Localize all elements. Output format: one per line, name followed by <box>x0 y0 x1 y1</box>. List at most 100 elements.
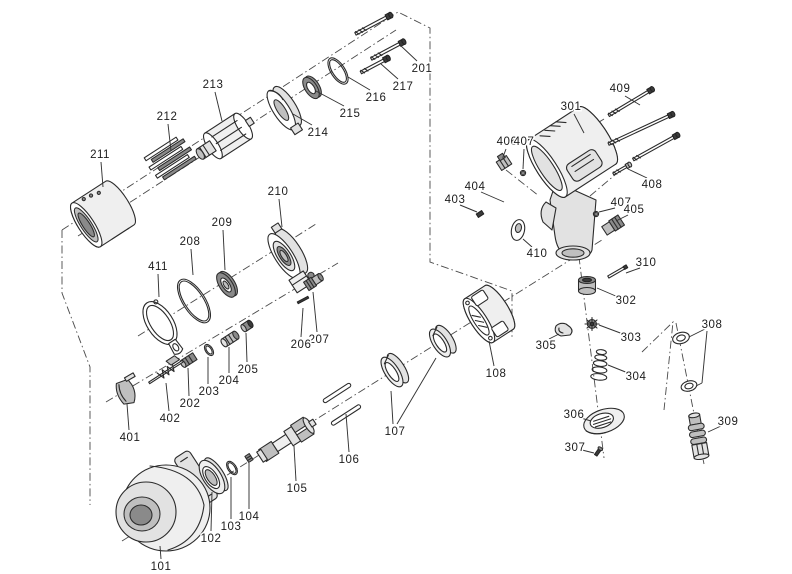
part-label-204: 204 <box>219 375 240 387</box>
part-label-407: 407 <box>514 136 535 148</box>
part-label-307: 307 <box>565 442 586 454</box>
part-305-clip <box>554 322 573 337</box>
part-302-muffler-cap <box>577 275 597 296</box>
part-207-reverse-valve <box>303 273 324 292</box>
part-label-309: 309 <box>718 416 739 428</box>
part-213-rotor <box>195 112 255 160</box>
part-label-101: 101 <box>151 561 172 573</box>
leader-line-211 <box>100 161 104 188</box>
leader-line-308 <box>701 330 708 384</box>
part-label-301: 301 <box>561 101 582 113</box>
part-217-bolt <box>359 54 391 75</box>
part-label-303: 303 <box>621 332 642 344</box>
leader-line-107 <box>396 357 437 425</box>
part-303-lock-nut <box>584 316 600 332</box>
part-label-409: 409 <box>610 83 631 95</box>
part-408-screw <box>612 161 633 176</box>
leader-line-402 <box>165 382 170 412</box>
part-308-washer <box>672 331 690 345</box>
leader-line-408 <box>627 168 648 179</box>
leader-line-107 <box>390 390 394 425</box>
part-106-hammer-pin <box>322 382 352 404</box>
part-206-pin <box>296 295 310 305</box>
part-label-305: 305 <box>536 340 557 352</box>
leader-line-401 <box>126 403 130 431</box>
part-label-407: 407 <box>611 197 632 209</box>
part-411-gasket <box>142 299 184 355</box>
leader-line-209 <box>222 229 226 271</box>
part-103-o-ring <box>226 460 238 476</box>
part-label-103: 103 <box>221 521 242 533</box>
leader-line-108 <box>488 340 495 367</box>
part-label-206: 206 <box>291 339 312 351</box>
leader-line-411 <box>157 273 160 298</box>
leader-line-307 <box>581 449 595 454</box>
part-label-102: 102 <box>201 533 222 545</box>
part-label-406: 406 <box>497 136 518 148</box>
part-label-402: 402 <box>160 413 181 425</box>
part-label-404: 404 <box>465 181 486 193</box>
part-label-105: 105 <box>287 483 308 495</box>
part-label-215: 215 <box>340 108 361 120</box>
leader-line-406 <box>502 148 507 158</box>
part-label-310: 310 <box>636 257 657 269</box>
part-label-403: 403 <box>445 194 466 206</box>
leader-line-304 <box>607 364 629 374</box>
part-205-valve-cap <box>240 319 254 333</box>
leader-line-216 <box>347 76 371 91</box>
part-label-106: 106 <box>339 454 360 466</box>
part-210-front-end-plate <box>267 222 315 294</box>
leader-line-306 <box>580 417 592 422</box>
part-label-210: 210 <box>268 186 289 198</box>
part-label-211: 211 <box>90 149 110 161</box>
part-label-207: 207 <box>309 334 330 346</box>
part-108-hammer-cage <box>462 284 516 344</box>
part-403-screw <box>475 210 485 218</box>
part-402-trigger-spring-pin <box>148 355 184 385</box>
part-216-o-ring <box>327 57 349 85</box>
leader-line-105 <box>293 445 297 482</box>
part-label-411: 411 <box>148 261 168 273</box>
leader-line-407 <box>522 148 525 170</box>
leader-line-101 <box>159 545 162 560</box>
part-211-cylinder <box>70 180 136 248</box>
leader-line-106 <box>345 413 350 453</box>
part-310-pin <box>607 264 629 279</box>
leader-line-215 <box>315 90 345 107</box>
part-label-104: 104 <box>239 511 260 523</box>
leader-line-206 <box>300 307 304 338</box>
leader-line-201 <box>399 44 418 62</box>
part-215-bearing <box>302 75 322 100</box>
leader-line-410 <box>522 238 533 248</box>
leader-line-403 <box>459 204 478 213</box>
part-201-bolt <box>370 38 407 61</box>
part-label-205: 205 <box>238 364 259 376</box>
leader-line-305 <box>548 333 560 340</box>
part-407-o-ring <box>519 169 527 177</box>
part-label-108: 108 <box>486 368 507 380</box>
part-202-valve-stem <box>179 352 198 368</box>
part-label-410: 410 <box>527 248 548 260</box>
part-401-trigger <box>115 372 136 405</box>
part-label-201: 201 <box>412 63 433 75</box>
leader-line-407 <box>598 207 616 213</box>
leader-line-308 <box>688 328 706 338</box>
leader-line-213 <box>214 91 223 122</box>
part-307-screw <box>593 446 604 457</box>
leader-line-205 <box>245 332 248 363</box>
leader-line-302 <box>596 287 619 298</box>
zone-boundary-lines <box>61 11 674 505</box>
leader-line-409 <box>624 95 641 106</box>
part-label-306: 306 <box>564 409 585 421</box>
part-label-202: 202 <box>180 398 201 410</box>
part-label-308: 308 <box>702 319 723 331</box>
leader-line-405 <box>615 214 629 222</box>
part-409-bolt <box>632 131 681 162</box>
part-201-bolt-long <box>354 11 394 36</box>
part-209-bearing <box>216 270 238 298</box>
part-label-212: 212 <box>157 111 178 123</box>
leader-line-217 <box>380 63 399 80</box>
part-409-bolt <box>607 86 656 118</box>
leader-line-202 <box>187 367 190 397</box>
